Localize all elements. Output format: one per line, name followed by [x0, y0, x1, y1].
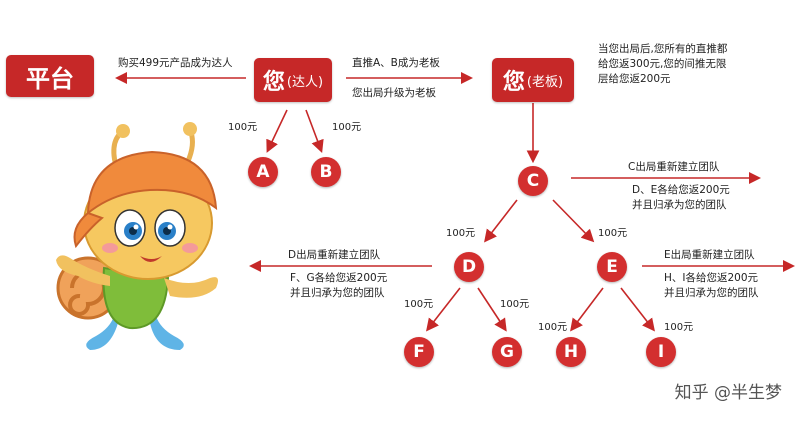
amount-i: 100元 [664, 322, 694, 333]
amount-e: 100元 [598, 228, 628, 239]
node-g: G [492, 337, 522, 367]
node-e: E [597, 252, 627, 282]
boss-note-line-3: 层给您返200元 [598, 73, 671, 85]
arrow-to-i [620, 287, 655, 332]
upgrade-text: 您出局升级为老板 [352, 87, 436, 99]
arrow-to-h [570, 287, 604, 332]
node-b: B [311, 157, 341, 187]
boss-note-line-1: 当您出局后,您所有的直推都 [598, 43, 728, 55]
node-h: H [556, 337, 586, 367]
platform-box: 平台 [6, 55, 94, 97]
c-note-line-2: D、E各给您返200元 [632, 184, 730, 196]
c-note-line-3: 并且归承为您的团队 [632, 199, 727, 211]
arrow-to-d [484, 199, 518, 243]
buy-text: 购买499元产品成为达人 [118, 57, 233, 69]
d-note-line-1: D出局重新建立团队 [288, 249, 381, 261]
snail-mascot-illustration [56, 122, 218, 350]
c-note-line-1: C出局重新建立团队 [628, 161, 720, 173]
amount-f: 100元 [404, 299, 434, 310]
arrow-to-a [266, 109, 288, 153]
d-note-line-3: 并且归承为您的团队 [290, 287, 385, 299]
arrow-to-b [305, 109, 324, 153]
amount-a: 100元 [228, 122, 258, 133]
boss-note-line-2: 给您返300元,您的间推无限 [598, 58, 727, 70]
amount-h: 100元 [538, 322, 568, 333]
boss-note: 当您出局后,您所有的直推都 给您返300元,您的间推无限 层给您返200元 [598, 42, 727, 87]
you-expert-box: 您 (达人) [254, 58, 332, 102]
e-note-line-1: E出局重新建立团队 [664, 249, 755, 261]
e-note-line-2: H、I各给您返200元 [664, 272, 759, 284]
d-note-line-2: F、G各给您返200元 [290, 272, 388, 284]
you-boss-sub: (老板) [526, 74, 564, 90]
node-i: I [646, 337, 676, 367]
node-f: F [404, 337, 434, 367]
you-boss-box: 您 (老板) [492, 58, 574, 102]
arrow-to-f [426, 287, 461, 332]
e-note-line-3: 并且归承为您的团队 [664, 287, 759, 299]
amount-b: 100元 [332, 122, 362, 133]
node-a: A [248, 157, 278, 187]
amount-d: 100元 [446, 228, 476, 239]
platform-label: 平台 [26, 64, 74, 93]
node-d: D [454, 252, 484, 282]
you-expert-sub: (达人) [286, 74, 324, 90]
watermark: 知乎 @半生梦 [674, 383, 782, 403]
you-expert-main: 您 [262, 70, 285, 95]
amount-g: 100元 [500, 299, 530, 310]
you-boss-main: 您 [502, 70, 525, 95]
direct-text: 直推A、B成为老板 [352, 57, 440, 69]
arrow-to-g [477, 287, 507, 332]
arrow-to-e [552, 199, 595, 243]
node-c: C [518, 166, 548, 196]
